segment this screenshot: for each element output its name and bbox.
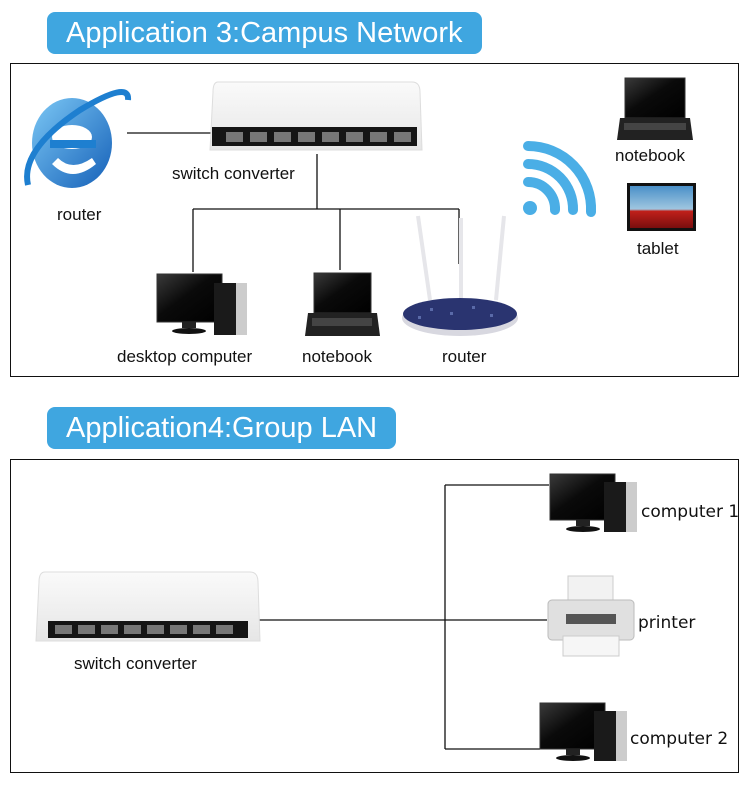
label-switch-converter: switch converter [172,164,295,183]
desktop-computer-icon [156,273,247,335]
switch-icon [35,571,261,642]
switch-icon [209,81,423,151]
label-desktop-computer: desktop computer [117,347,253,366]
desktop-computer-icon [539,702,627,761]
laptop-icon [617,77,693,140]
label-notebook-wired: notebook [302,347,372,366]
label-tablet: tablet [637,239,679,258]
label-router-ie: router [57,205,102,224]
label-switch-converter-lan: switch converter [74,654,197,673]
laptop-icon [305,272,380,336]
section-title-group-lan: Application4:Group LAN [47,407,397,449]
printer-icon [547,575,635,657]
wifi-router-icon [402,215,518,336]
label-printer: printer [638,613,696,633]
connection-lines-campus [127,132,460,272]
connection-lines-lan [259,484,549,750]
label-computer-2: computer 2 [630,729,729,749]
group-lan-diagram [10,459,739,773]
campus-network-diagram [10,63,739,377]
desktop-computer-icon [549,473,637,532]
label-notebook-wireless: notebook [615,146,685,165]
section-title-campus-network: Application 3:Campus Network [47,12,482,54]
label-router-wifi: router [442,347,487,366]
internet-explorer-icon [24,89,131,188]
wifi-signal-icon [523,140,597,217]
tablet-icon [627,183,696,231]
label-computer-1: computer 1 [641,502,740,522]
